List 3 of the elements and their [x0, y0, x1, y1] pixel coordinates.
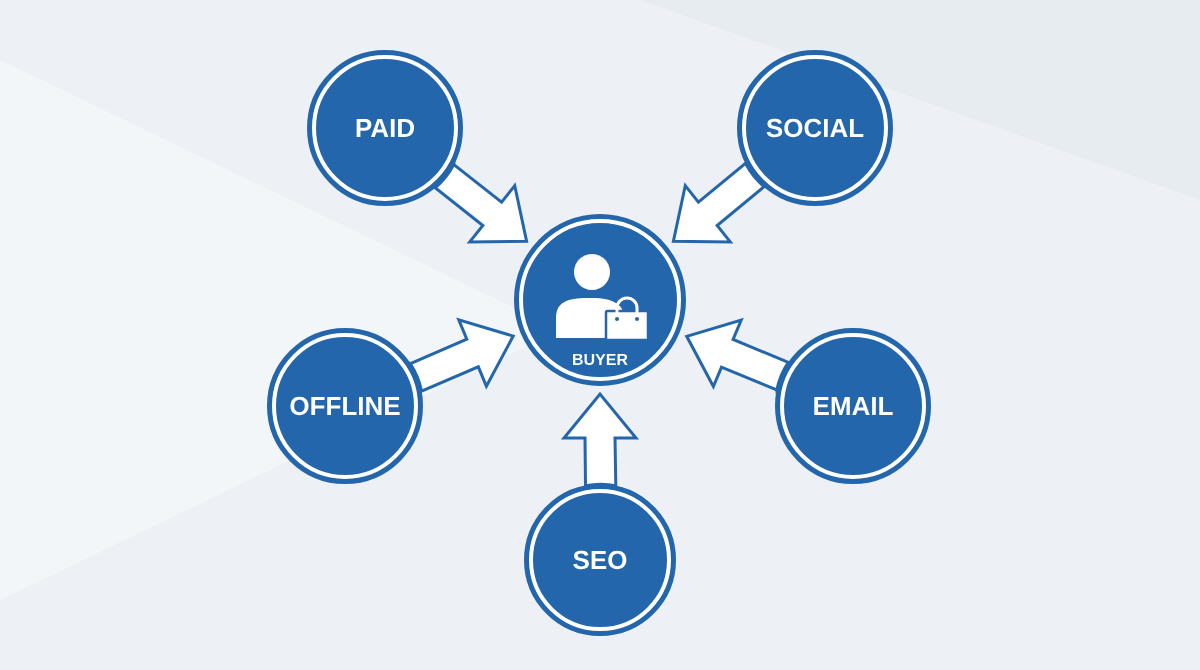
block-arrow: [408, 318, 515, 393]
block-arrow: [562, 392, 638, 488]
block-arrow: [671, 161, 766, 244]
